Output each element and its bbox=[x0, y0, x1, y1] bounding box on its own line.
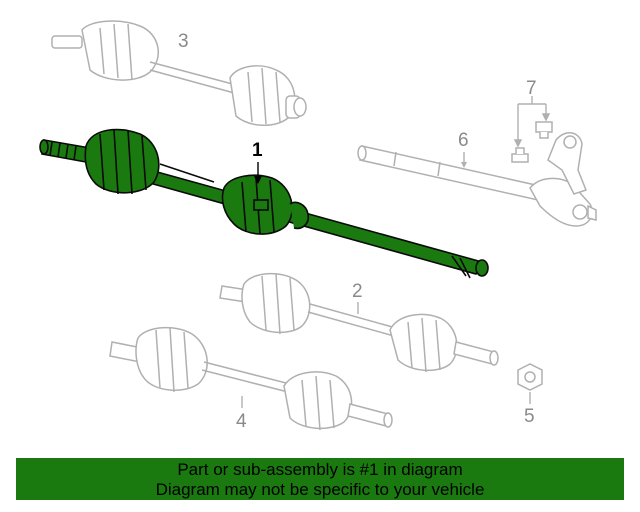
leader-lines-7 bbox=[513, 96, 551, 148]
axle-part-1[interactable] bbox=[39, 128, 489, 279]
callout-2: 2 bbox=[352, 281, 363, 302]
axle-part-3[interactable] bbox=[51, 20, 307, 126]
leader-arrow-1 bbox=[254, 176, 262, 184]
callout-1: 1 bbox=[252, 140, 263, 161]
bolts-part-7[interactable] bbox=[511, 121, 553, 163]
axle-part-2[interactable] bbox=[219, 272, 499, 373]
axle-part-4[interactable] bbox=[109, 326, 393, 431]
leader-arrow-6 bbox=[461, 162, 467, 168]
parts-diagram bbox=[39, 20, 597, 431]
intermediate-shaft-part-6[interactable] bbox=[357, 132, 597, 227]
callout-5: 5 bbox=[524, 406, 535, 427]
nut-part-5[interactable] bbox=[517, 363, 543, 391]
info-banner: Part or sub-assembly is #1 in diagram Di… bbox=[16, 458, 624, 500]
callout-4: 4 bbox=[236, 411, 247, 432]
banner-line-1: Part or sub-assembly is #1 in diagram bbox=[177, 460, 463, 479]
callout-3: 3 bbox=[178, 31, 189, 52]
callout-6: 6 bbox=[458, 130, 469, 151]
banner-line-2: Diagram may not be specific to your vehi… bbox=[155, 480, 485, 499]
callout-7: 7 bbox=[526, 78, 537, 99]
